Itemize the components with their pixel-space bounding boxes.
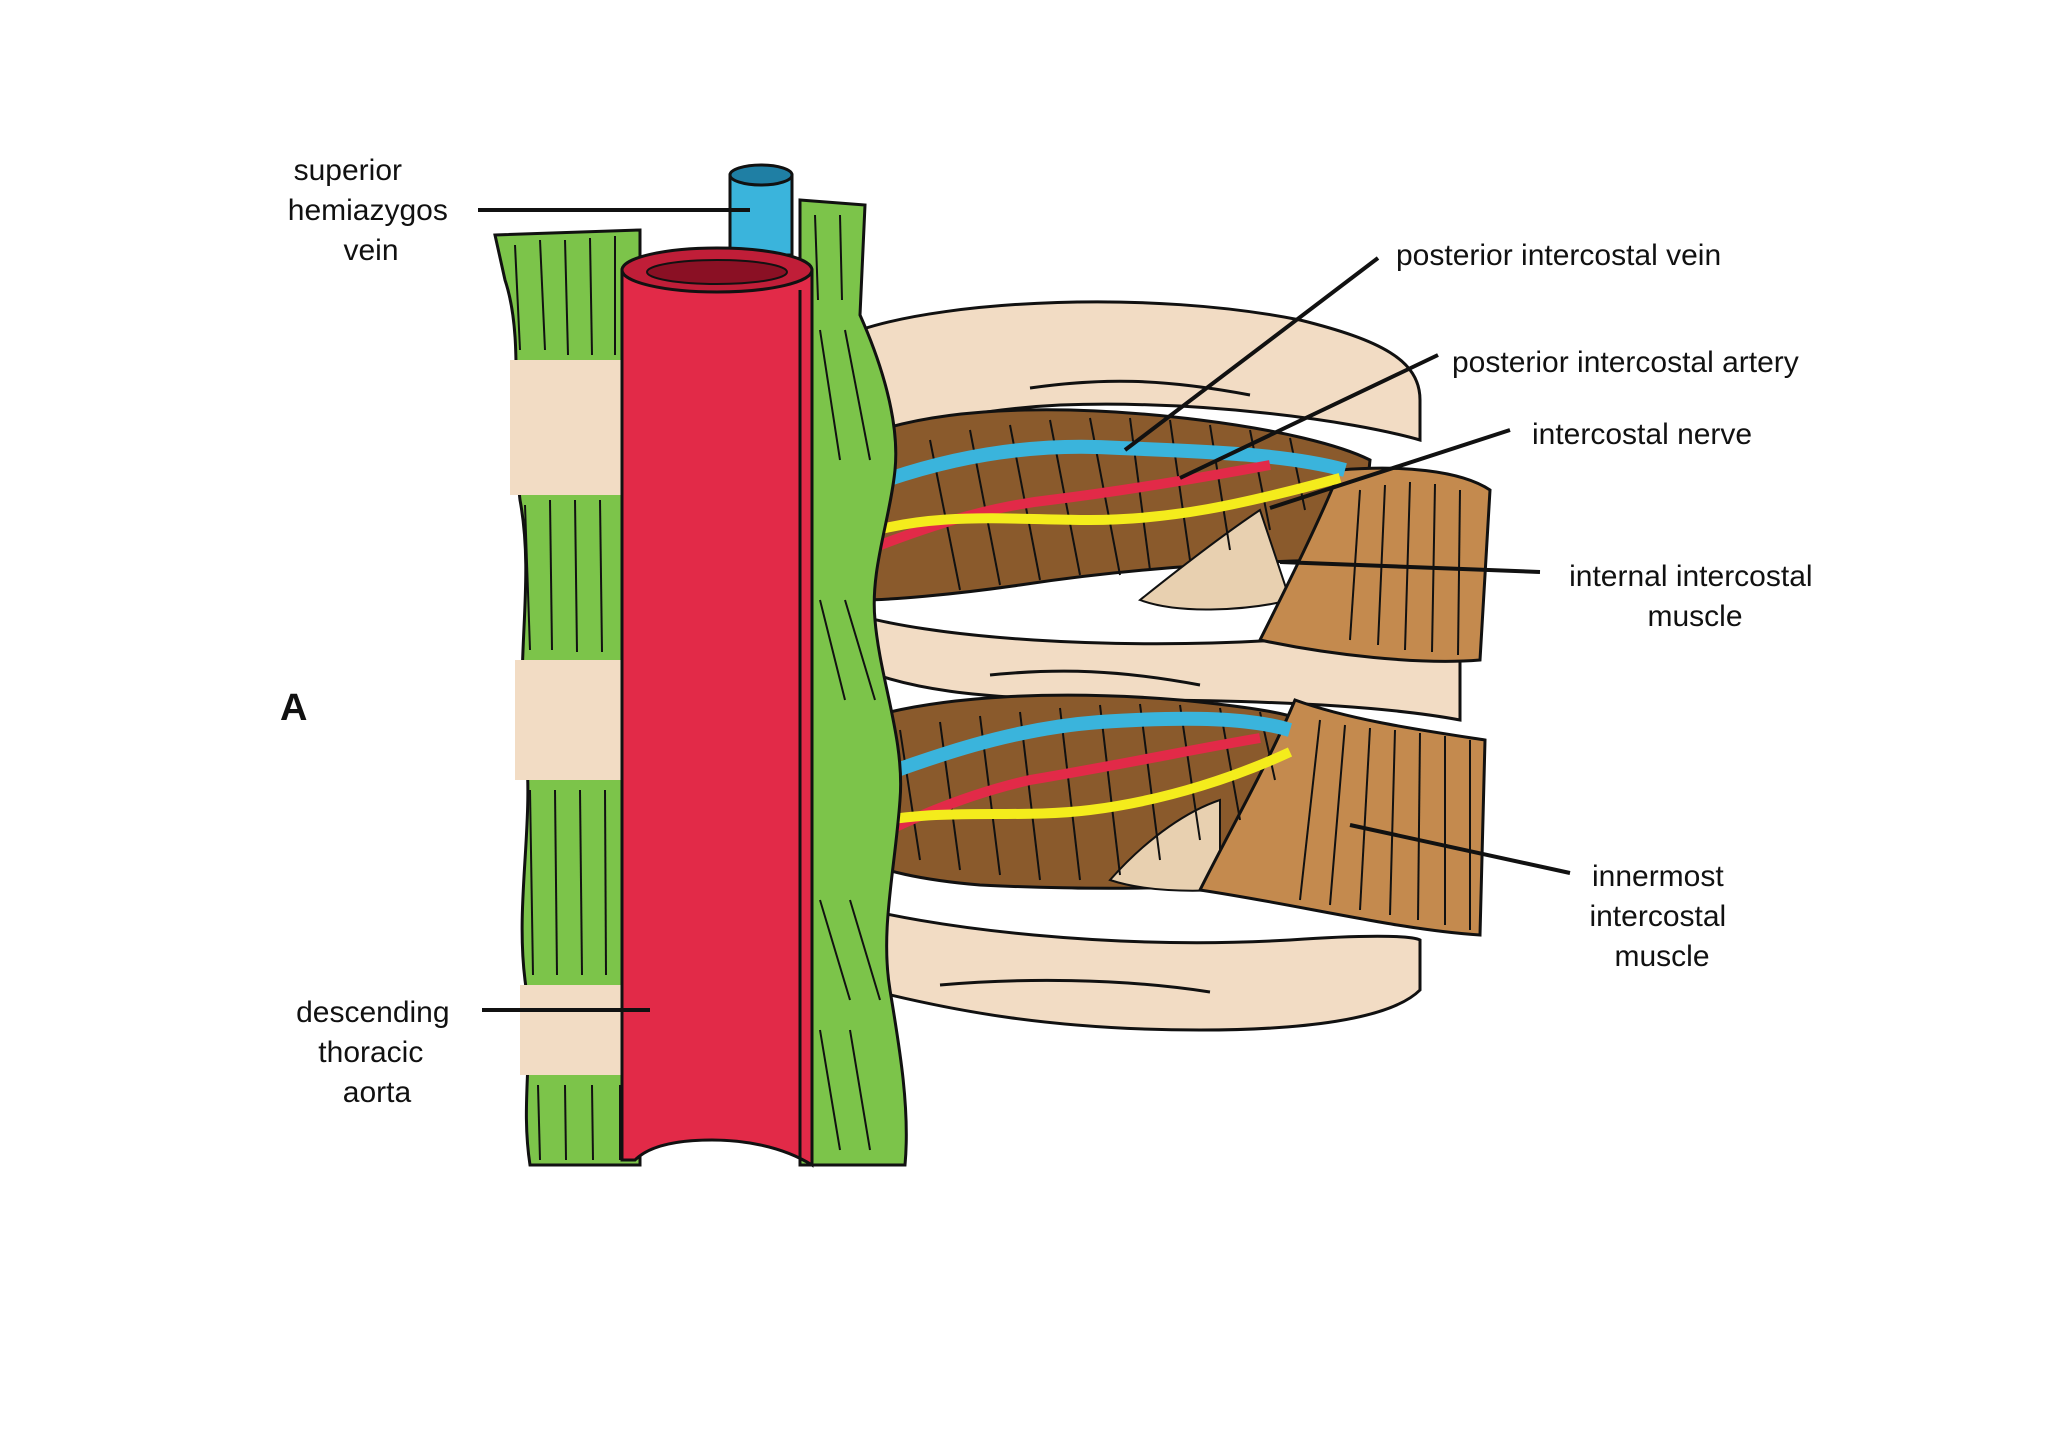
panel-letter: A — [280, 687, 307, 729]
rib-edge-line — [939, 978, 1211, 994]
leader-lines — [478, 208, 1571, 1012]
superior-hemiazygos-vein — [728, 163, 794, 257]
lower-rib — [828, 897, 1422, 1032]
label-intercostal-nerve: intercostal nerve — [1532, 418, 1752, 451]
aorta-lumen — [646, 259, 788, 285]
hemiazygos-vein-body — [728, 173, 794, 257]
label-superior-hemiazygos-vein: superior hemiazygos vein — [288, 154, 456, 267]
lower-intercostal-nerve — [848, 747, 1293, 833]
ribs — [828, 300, 1462, 1032]
lower-intercostal-space — [802, 693, 1487, 937]
rib-edge-lines — [939, 379, 1251, 994]
rib-edge-line — [1029, 379, 1251, 397]
aorta-body — [620, 268, 814, 1168]
upper-intercostal-nerve — [848, 473, 1342, 543]
lower-intercostal-membrane — [1108, 798, 1221, 892]
label-posterior-intercostal-artery: posterior intercostal artery — [1452, 346, 1799, 379]
leader-intercostal-nerve — [1269, 428, 1511, 510]
upper-intercostal-space — [803, 408, 1492, 663]
rib-edge-line — [989, 669, 1201, 687]
vertebral-column — [493, 198, 908, 1167]
lower-muscle-hatching — [899, 703, 1471, 930]
leader-internal-intercostal-muscle — [1279, 560, 1541, 574]
label-innermost-intercostal-muscle: innermost intercostal muscle — [1589, 860, 1734, 973]
leader-posterior-intercostal-vein — [1123, 256, 1380, 452]
label-descending-thoracic-aorta: descending thoracic aorta — [296, 996, 458, 1109]
leader-innermost-intercostal-muscle — [1349, 823, 1571, 875]
label-posterior-intercostal-vein: posterior intercostal vein — [1396, 239, 1721, 272]
label-internal-intercostal-muscle: internal intercostal muscle — [1569, 560, 1821, 633]
intervertebral-disc — [515, 660, 640, 780]
internal-intercostal-membrane — [1138, 508, 1292, 611]
descending-thoracic-aorta — [620, 246, 814, 1168]
vertebral-muscle-hatching-right — [814, 214, 881, 1151]
hemiazygos-vein-opening — [728, 163, 794, 187]
intervertebral-disc — [520, 985, 640, 1075]
intervertebral-disc — [510, 360, 640, 495]
leader-posterior-intercostal-artery — [1179, 353, 1439, 480]
